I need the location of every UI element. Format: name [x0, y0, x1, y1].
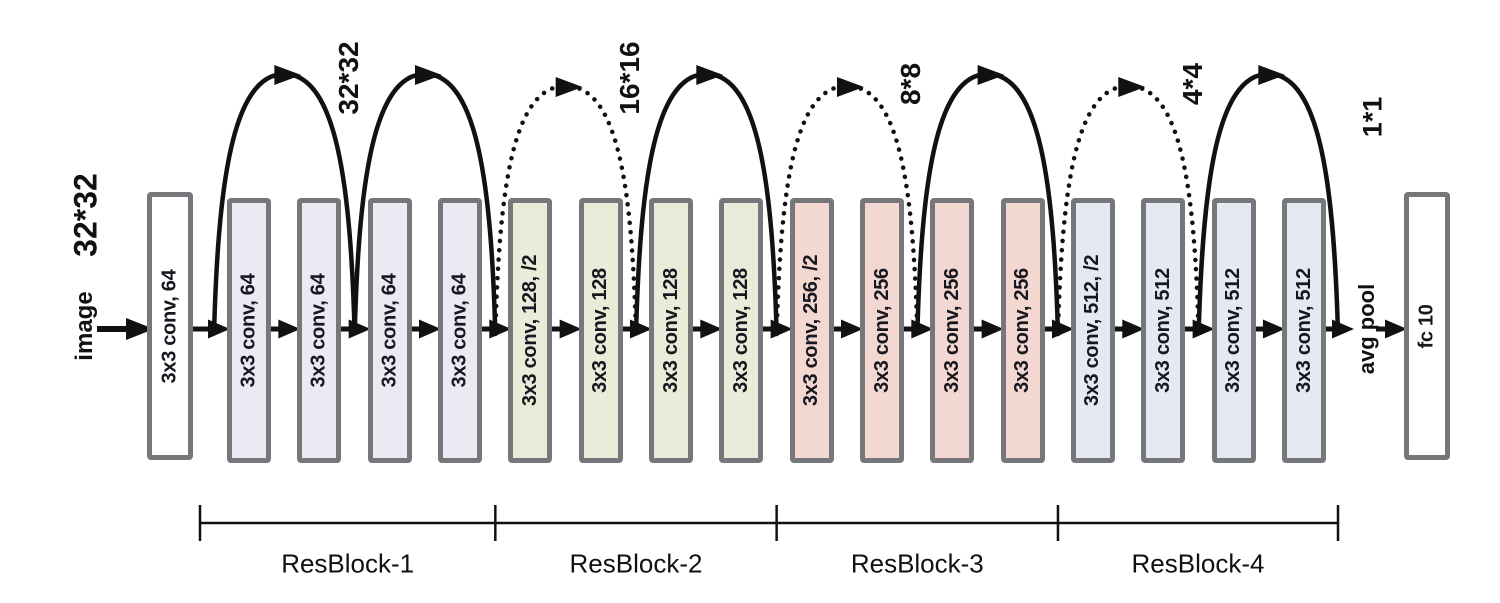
flow-arrowhead-icon: [208, 319, 230, 339]
flow-arrowhead-icon: [1122, 319, 1145, 339]
skip-arc-arrowhead-icon: [1118, 77, 1146, 97]
flow-arrowhead-icon: [1051, 319, 1074, 339]
flow-arrowhead-icon: [629, 319, 652, 339]
skip-arc-arrowhead-icon: [555, 77, 583, 97]
flow-arrowhead-icon: [1332, 319, 1354, 339]
flow-arrowhead-icon: [348, 319, 371, 339]
flow-arrowhead-icon: [126, 318, 154, 340]
skip-arc-arrowhead-icon: [836, 77, 864, 97]
flow-arrowhead-icon: [1262, 319, 1285, 339]
flow-arrowhead-icon: [278, 319, 301, 339]
skip-arc-solid: [352, 71, 498, 335]
skip-arc-dotted: [1055, 83, 1201, 337]
flow-arrowhead-icon: [418, 319, 441, 339]
flow-arrowhead-icon: [1385, 319, 1407, 339]
skip-arc-solid: [211, 71, 357, 335]
skip-arc-dotted: [493, 83, 639, 337]
skip-arc-solid: [1196, 71, 1341, 335]
flow-arrowhead-icon: [911, 319, 934, 339]
skip-arc-arrowhead-icon: [274, 65, 302, 85]
flow-arrowhead-icon: [770, 319, 793, 339]
skip-arc-solid: [633, 71, 779, 335]
skip-arc-arrowhead-icon: [1258, 65, 1286, 85]
flow-arrowhead-icon: [559, 319, 582, 339]
flow-arrowhead-icon: [1192, 319, 1215, 339]
skip-arc-arrowhead-icon: [977, 65, 1005, 85]
flow-arrowhead-icon: [489, 319, 512, 339]
flow-arrowhead-icon: [700, 319, 723, 339]
flow-arrowhead-icon: [840, 319, 863, 339]
skip-arc-solid: [915, 71, 1061, 335]
skip-arc-dotted: [774, 83, 920, 337]
skip-arc-arrowhead-icon: [696, 65, 724, 85]
skip-arc-arrowhead-icon: [414, 65, 442, 85]
flow-arrowhead-icon: [981, 319, 1004, 339]
